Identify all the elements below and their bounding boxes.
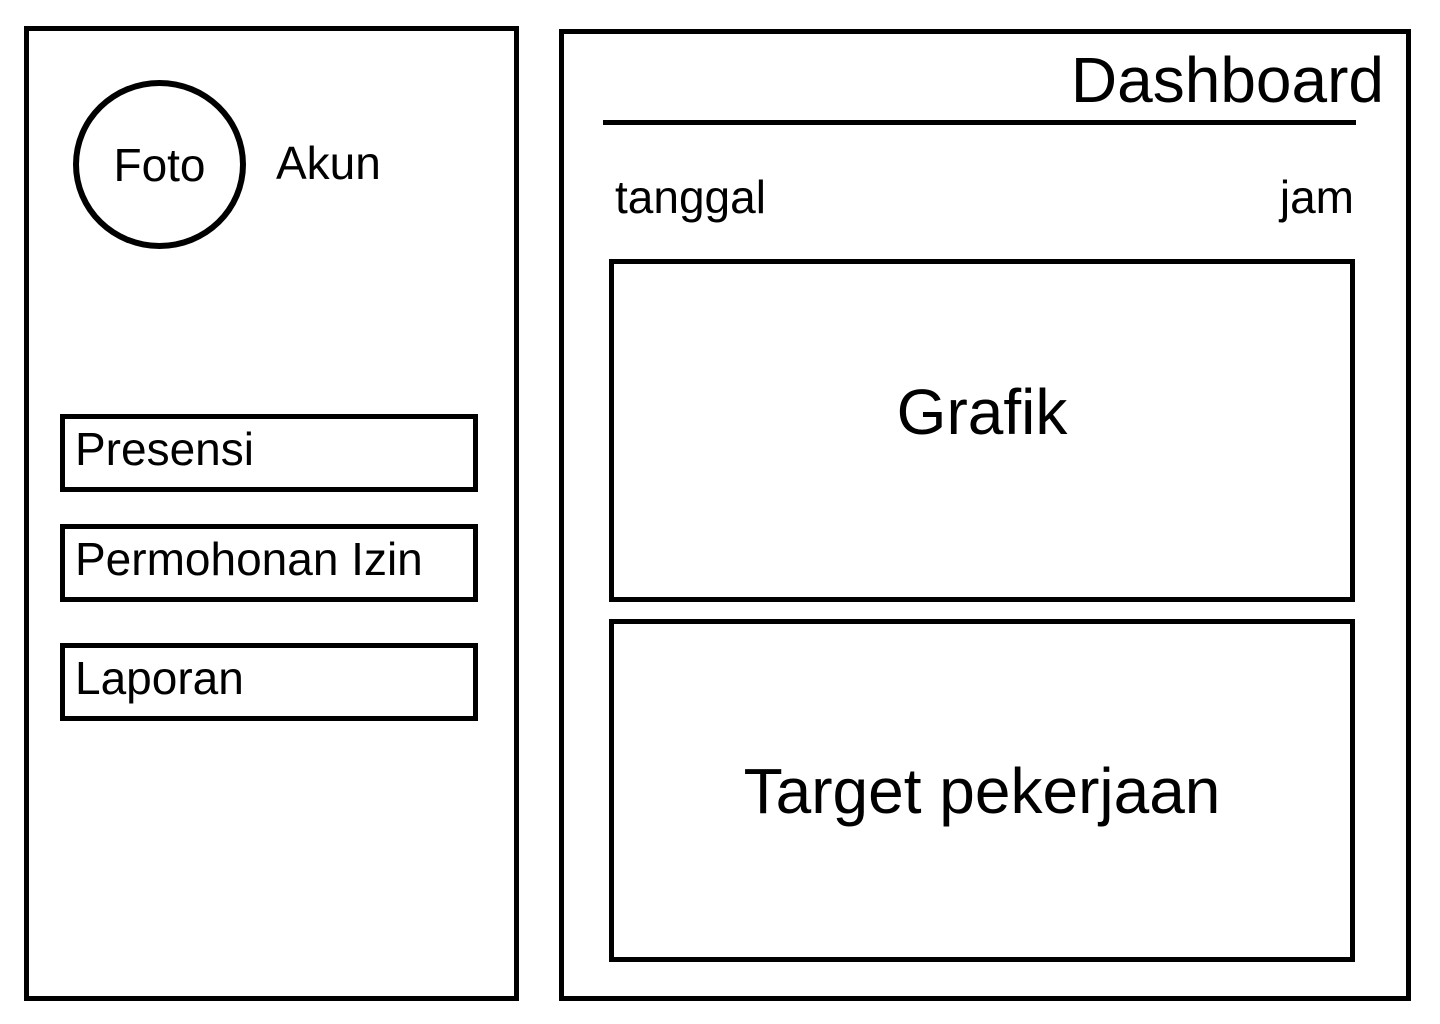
avatar[interactable]: Foto (73, 80, 246, 249)
work-target-card-label: Target pekerjaan (743, 754, 1221, 827)
sidebar-item-permohonan-izin[interactable]: Permohonan Izin (60, 524, 478, 602)
chart-card-label: Grafik (896, 376, 1068, 448)
sidebar-item-label: Presensi (75, 423, 254, 475)
avatar-label: Foto (113, 138, 206, 191)
sidebar-item-label: Permohonan Izin (75, 533, 423, 585)
chart-card[interactable]: Grafik (609, 259, 1355, 602)
account-label[interactable]: Akun (276, 137, 381, 189)
sidebar-item-label: Laporan (75, 652, 244, 704)
time-label: jam (1279, 171, 1354, 223)
sidebar-item-presensi[interactable]: Presensi (60, 414, 478, 492)
date-label: tanggal (615, 171, 766, 223)
page-title: Dashboard (1070, 44, 1384, 116)
work-target-card[interactable]: Target pekerjaan (609, 619, 1355, 962)
sidebar-item-laporan[interactable]: Laporan (60, 643, 478, 721)
title-divider (603, 120, 1356, 125)
main-panel (559, 29, 1411, 1001)
